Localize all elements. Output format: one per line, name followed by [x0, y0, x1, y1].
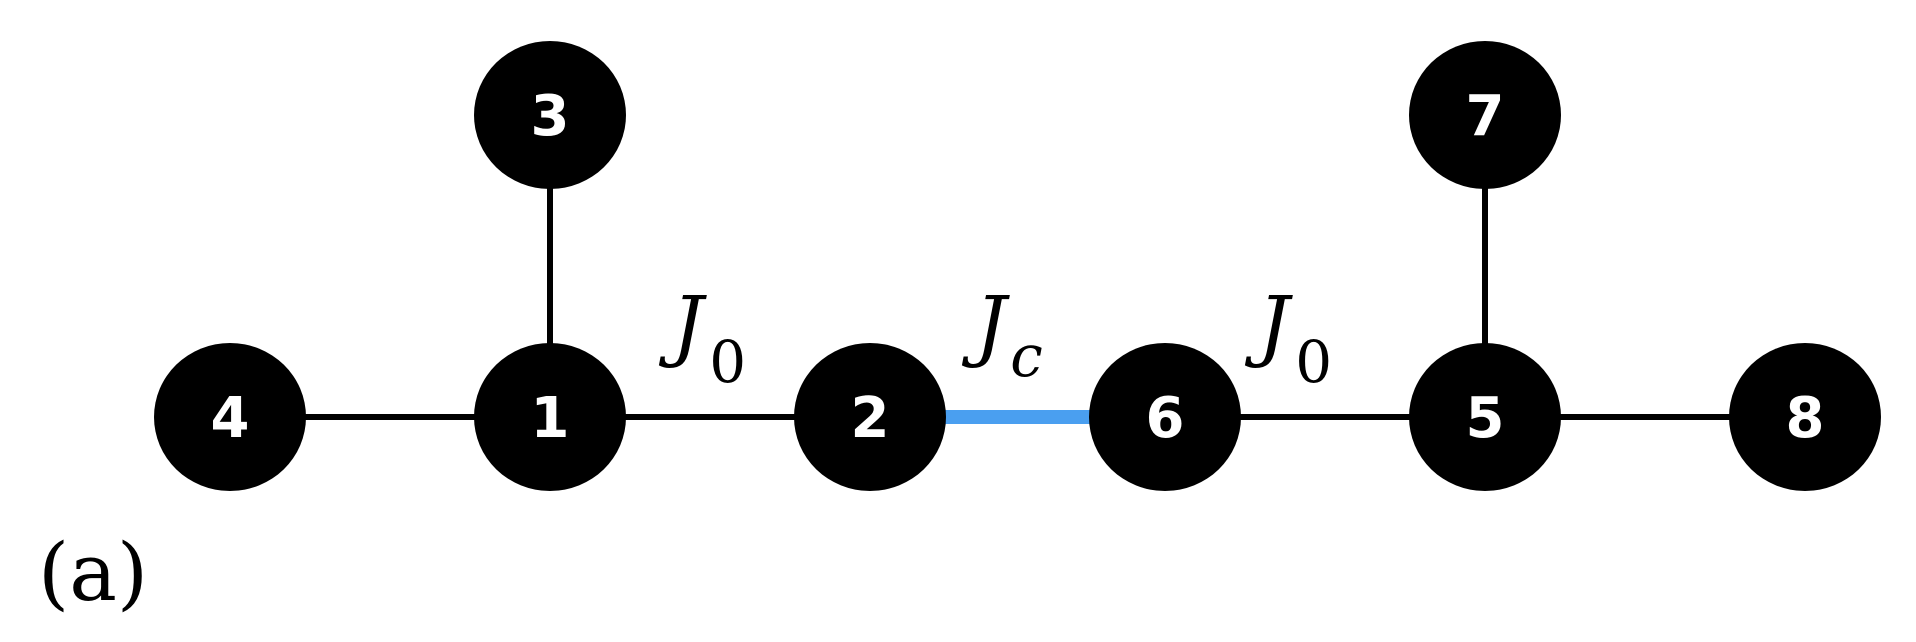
- node-6: 6: [1089, 343, 1241, 491]
- node-3: 3: [474, 41, 626, 189]
- node-1-label: 1: [531, 386, 570, 451]
- node-2: 2: [794, 343, 946, 491]
- node-7: 7: [1409, 41, 1561, 189]
- node-2-label: 2: [851, 386, 890, 451]
- node-4: 4: [154, 343, 306, 491]
- node-8: 8: [1729, 343, 1881, 491]
- node-5-label: 5: [1466, 386, 1505, 451]
- node-4-label: 4: [211, 386, 250, 451]
- node-7-label: 7: [1466, 84, 1505, 149]
- node-6-label: 6: [1146, 386, 1185, 451]
- node-5: 5: [1409, 343, 1561, 491]
- node-1: 1: [474, 343, 626, 491]
- node-8-label: 8: [1786, 386, 1825, 451]
- panel-label: (a): [38, 526, 148, 619]
- coupling-label-jc: Jc: [961, 281, 1043, 390]
- node-3-label: 3: [531, 84, 570, 149]
